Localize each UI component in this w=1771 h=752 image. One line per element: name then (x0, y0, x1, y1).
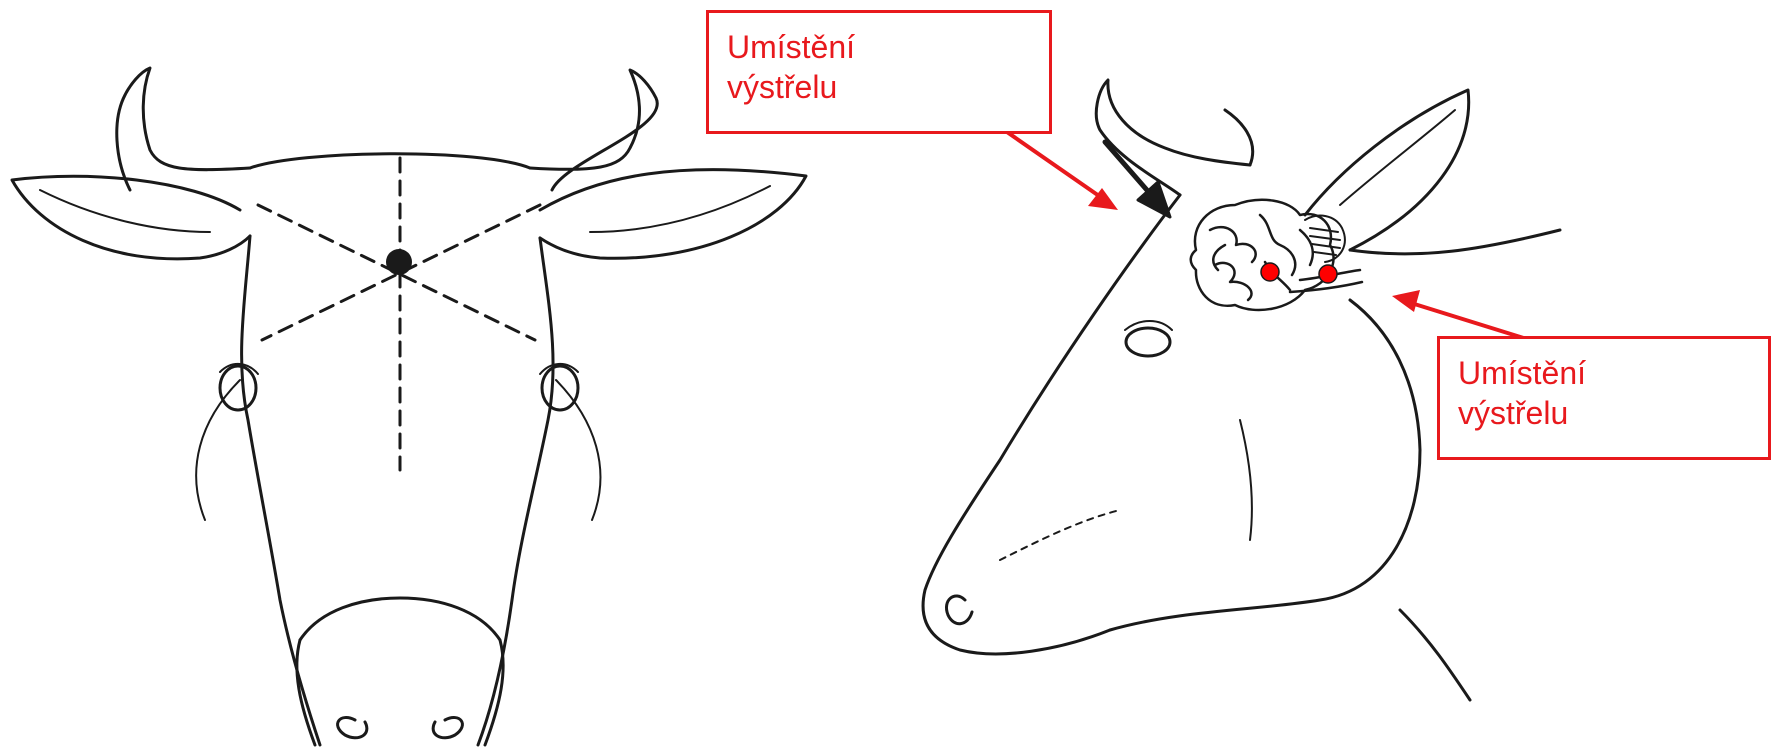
side-shot-point-2 (1319, 265, 1337, 283)
side-shot-point-1 (1261, 263, 1279, 281)
right-eye (540, 364, 578, 410)
muzzle (300, 598, 503, 745)
left-nostril (338, 718, 367, 738)
arrow-right-to-neck (1408, 302, 1530, 340)
label-top-line2: výstřelu (727, 67, 1031, 107)
arrow-right-head (1392, 290, 1420, 312)
aim-guide-lines (258, 158, 540, 470)
label-right-line1: Umístění (1458, 353, 1750, 393)
left-horn (117, 68, 250, 190)
side-jaw (1110, 300, 1420, 630)
right-horn (530, 70, 657, 190)
label-top-line1: Umístění (727, 27, 1031, 67)
left-eye (220, 364, 258, 410)
side-face-profile (923, 195, 1180, 654)
shot-placement-label-top: Umístění výstřelu (706, 10, 1052, 134)
right-ear (540, 170, 806, 259)
right-nostril (433, 718, 462, 738)
side-horn (1096, 80, 1250, 195)
side-eye (1125, 321, 1172, 356)
cow-head-front-view (12, 68, 806, 745)
face-outline-left (242, 236, 320, 745)
face-outline-right (478, 238, 553, 745)
front-shot-point (386, 249, 412, 275)
label-right-line2: výstřelu (1458, 393, 1750, 433)
side-nostril (946, 596, 972, 624)
shot-placement-label-right: Umístění výstřelu (1437, 336, 1771, 460)
poll-outline (250, 154, 530, 168)
